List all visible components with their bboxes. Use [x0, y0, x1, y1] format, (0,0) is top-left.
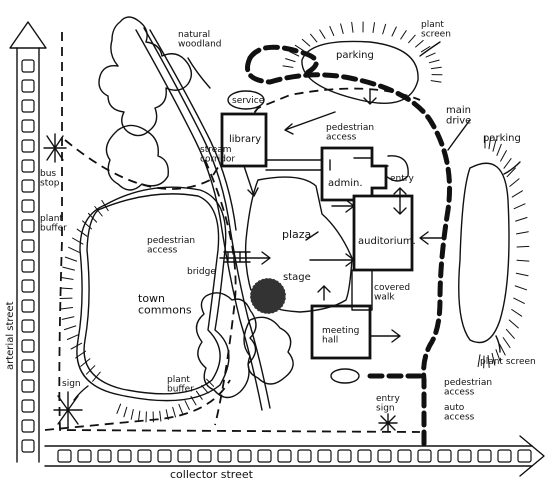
- label-auditorium: auditorium.: [358, 236, 416, 247]
- collector-street: [44, 435, 545, 477]
- label-library: library: [229, 134, 261, 145]
- parking-right: [458, 135, 530, 369]
- town-commons: [76, 186, 230, 402]
- arterial-street: [9, 21, 47, 463]
- main-sign-marker: [53, 391, 83, 429]
- entry-canopy: [385, 155, 409, 182]
- label-arterial-street: arterial street: [5, 301, 16, 370]
- label-bridge: bridge: [187, 267, 216, 277]
- library-building: [220, 112, 268, 168]
- bus-stop-marker: [43, 133, 67, 163]
- label-plant-screen-right: plant screen: [480, 357, 536, 367]
- plaza: [244, 176, 353, 313]
- planter-oval: [330, 368, 360, 384]
- circulation-arrows: [219, 89, 443, 343]
- stage-platform: [250, 278, 286, 314]
- plant-buffer-bottom: [116, 378, 215, 423]
- label-admin: admin.: [328, 178, 363, 189]
- natural-woodland: [98, 16, 294, 399]
- label-stage: stage: [283, 272, 311, 283]
- main-drive: [245, 55, 453, 449]
- plant-buffer-left: [59, 199, 109, 382]
- label-parking-top: parking: [336, 50, 374, 61]
- label-entry-building: entry: [390, 174, 414, 184]
- admin-building: [320, 146, 388, 202]
- meeting-hall-building: [310, 304, 372, 360]
- entry-sign-marker: [378, 413, 398, 433]
- bridge: [223, 251, 251, 263]
- label-parking-right: parking: [483, 133, 521, 144]
- label-sign: sign: [62, 379, 81, 389]
- label-service: service: [232, 96, 265, 106]
- parking-top: [282, 21, 443, 104]
- auditorium-building: [352, 194, 414, 272]
- label-plaza: plaza: [282, 228, 311, 241]
- outer-pedestrian-path: [58, 32, 421, 433]
- covered-walk-structure: [351, 269, 373, 311]
- service-area: [227, 90, 265, 110]
- label-collector-street: collector street: [170, 468, 254, 480]
